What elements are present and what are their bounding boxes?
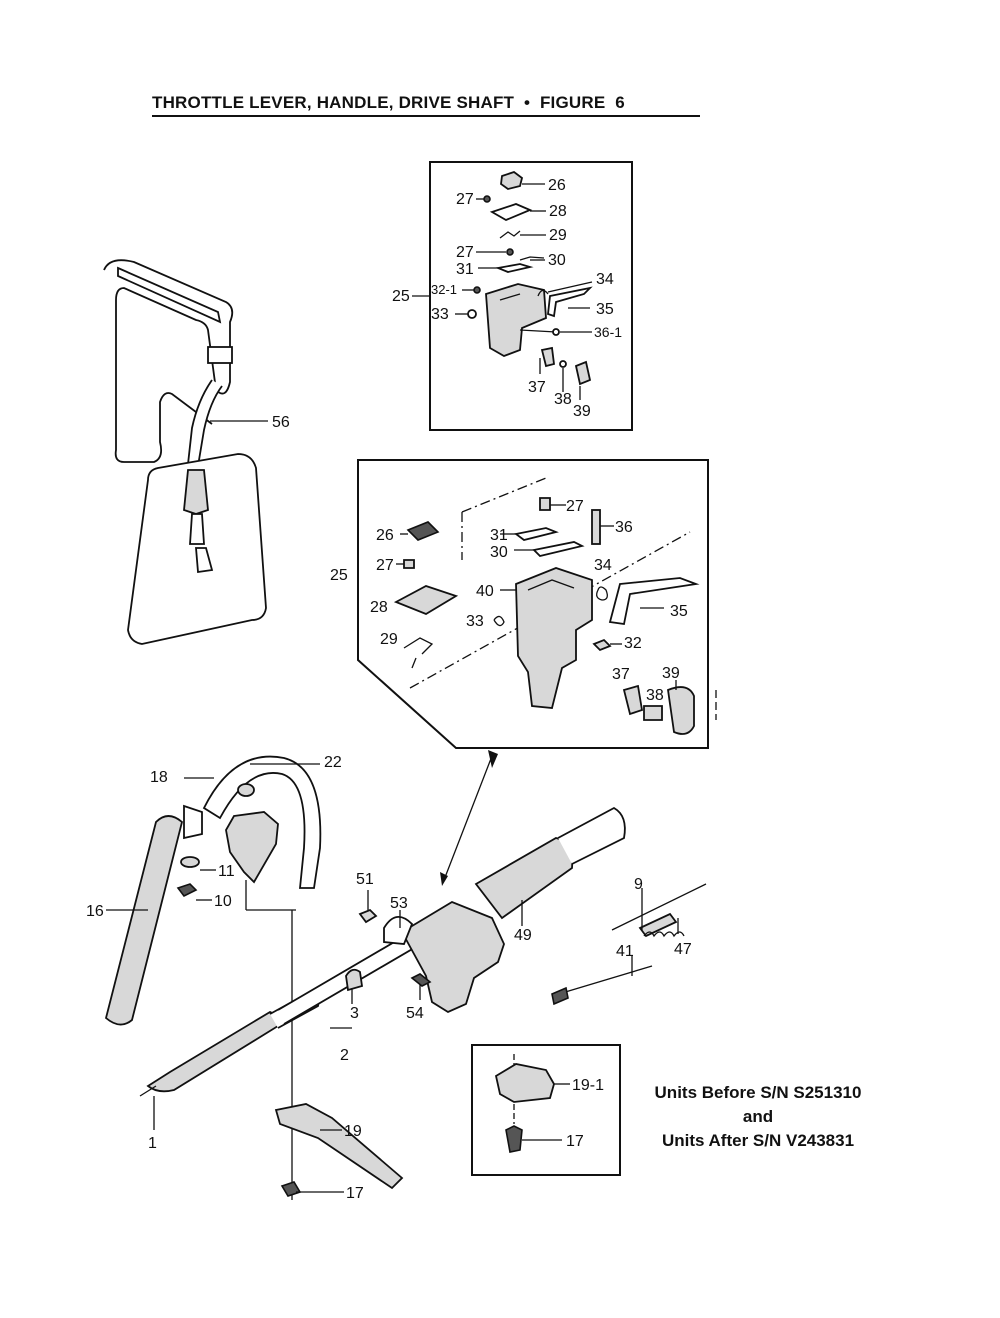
label-t34: 34 [596,271,614,288]
note-line-1: Units Before S/N S251310 [655,1083,862,1102]
label-17b: 17 [566,1133,584,1150]
label-47: 47 [674,941,692,958]
label-m35: 35 [670,603,688,620]
label-19: 19 [344,1123,362,1140]
label-56: 56 [272,414,290,431]
label-t37: 37 [528,379,546,396]
label-t32-1: 32-1 [431,282,457,297]
label-22: 22 [324,754,342,771]
handle-assembly: 18 22 11 10 16 [86,754,342,1026]
label-t27a: 27 [456,191,474,208]
label-t25: 25 [392,288,410,305]
serial-number-note: Units Before S/N S251310 and Units After… [655,1083,862,1150]
label-m32: 32 [624,635,642,652]
label-19-1: 19-1 [572,1077,604,1094]
figure-title: THROTTLE LEVER, HANDLE, DRIVE SHAFT • FI… [152,93,700,117]
label-16: 16 [86,903,104,920]
label-t27b: 27 [456,244,474,261]
label-m33: 33 [466,613,484,630]
label-11: 11 [218,863,235,880]
label-18: 18 [150,769,168,786]
note-line-2: and [743,1107,773,1126]
label-t26: 26 [548,177,566,194]
label-m40: 40 [476,583,494,600]
label-t36-1: 36-1 [594,324,622,340]
top-inset-box: 26 27 28 29 27 30 31 34 32-1 25 35 33 36… [392,161,633,431]
label-m36: 36 [615,519,633,536]
label-m29: 29 [380,631,398,648]
assembly-guide-lines [245,880,296,1200]
label-m31: 31 [490,527,508,544]
label-1: 1 [148,1135,157,1152]
label-m39: 39 [662,665,680,682]
label-10: 10 [214,893,232,910]
label-41: 41 [616,943,634,960]
label-49: 49 [514,927,532,944]
label-m25: 25 [330,567,348,584]
label-51: 51 [356,871,374,888]
middle-inset-box: 26 27 25 28 29 27 36 31 30 34 40 35 33 3… [330,459,717,749]
label-2: 2 [340,1047,349,1064]
label-m38: 38 [646,687,664,704]
bottom-inset-box: 19-1 17 [471,1044,621,1176]
label-m26: 26 [376,527,394,544]
label-m27b: 27 [566,498,584,515]
label-m34: 34 [594,557,612,574]
note-line-3: Units After S/N V243831 [662,1131,854,1150]
inset-pointer-arrow [440,750,498,886]
harness-strap: 56 [103,259,290,645]
label-t39: 39 [573,403,591,420]
label-m28: 28 [370,599,388,616]
label-9: 9 [634,876,643,893]
label-m27a: 27 [376,557,394,574]
label-m37: 37 [612,666,630,683]
label-t33: 33 [431,306,449,323]
label-m30: 30 [490,544,508,561]
label-53: 53 [390,895,408,912]
label-t30: 30 [548,252,566,269]
label-t28: 28 [549,203,567,220]
label-3: 3 [350,1005,359,1022]
label-54: 54 [406,1005,424,1022]
drive-shaft-assembly: 1 2 3 51 53 54 49 9 47 41 19 17 [139,806,707,1202]
label-t35: 35 [596,301,614,318]
label-t38: 38 [554,391,572,408]
label-t31: 31 [456,261,474,278]
label-t29: 29 [549,227,567,244]
label-17a: 17 [346,1185,364,1202]
